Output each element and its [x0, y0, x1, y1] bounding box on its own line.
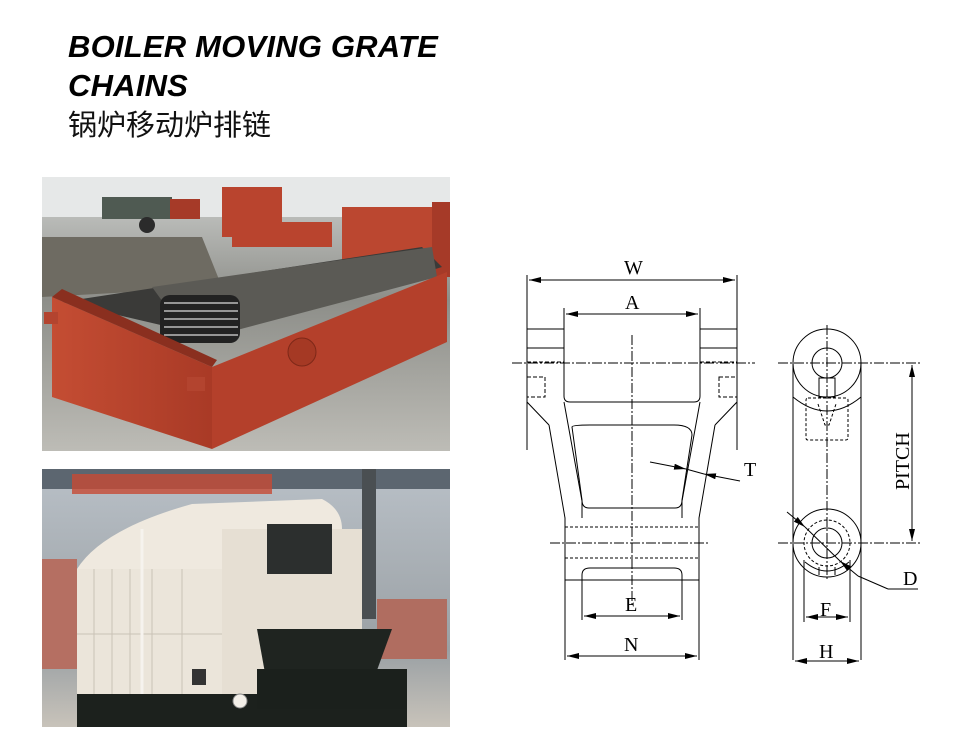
- boiler-photo: [42, 469, 450, 727]
- dim-pitch-label: PITCH: [892, 432, 914, 490]
- dim-n-label: N: [624, 634, 638, 656]
- dim-h-label: H: [819, 641, 833, 663]
- dim-t-label: T: [744, 459, 756, 481]
- dim-f-label: F: [820, 599, 831, 621]
- page-title: BOILER MOVING GRATE CHAINS: [68, 27, 438, 105]
- title-line-1: BOILER MOVING GRATE: [68, 29, 439, 64]
- dim-a-label: A: [625, 292, 640, 314]
- chain-link-drawing: W A T E N: [512, 257, 920, 664]
- grate-chain-photo: [42, 177, 450, 451]
- dim-w-label: W: [624, 257, 643, 279]
- dim-e-label: E: [625, 594, 637, 616]
- page-title-chinese: 锅炉移动炉排链: [68, 108, 272, 142]
- dim-d-label: D: [903, 568, 917, 590]
- title-line-2: CHAINS: [68, 68, 189, 103]
